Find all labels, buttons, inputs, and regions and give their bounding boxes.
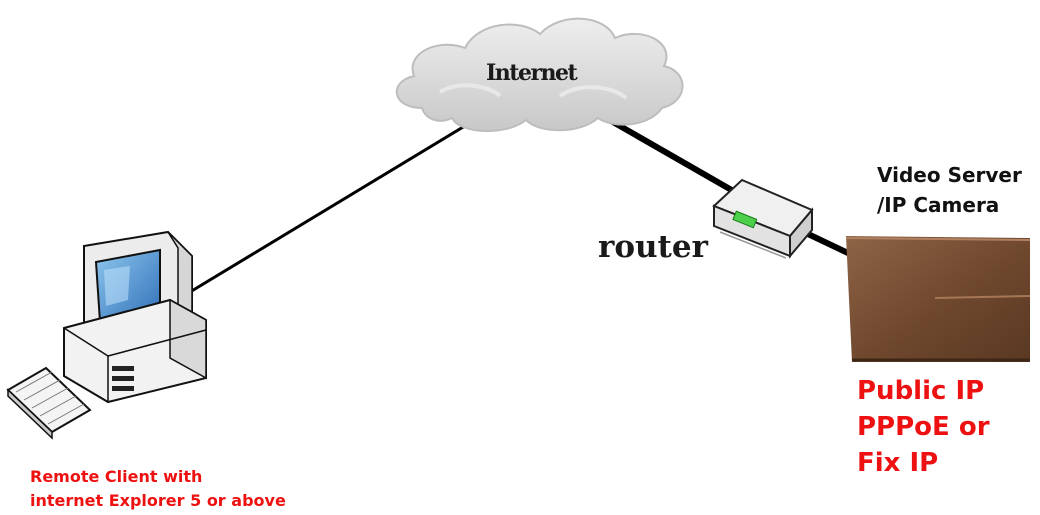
camera-ip-line-2: PPPoE or xyxy=(857,412,990,442)
camera-label: Video Server /IP Camera xyxy=(877,160,1022,220)
camera-ip-label: Public IP PPPoE or Fix IP xyxy=(857,373,990,481)
link-client-internet xyxy=(189,116,479,294)
cloud-icon xyxy=(395,17,684,132)
router-label: router xyxy=(598,229,708,265)
client-label-line-1: Remote Client with xyxy=(30,467,203,486)
link-internet-router xyxy=(604,115,744,199)
client-label-line-2: internet Explorer 5 or above xyxy=(30,491,286,510)
ip-camera-icon xyxy=(845,236,1031,362)
camera-label-line-2: /IP Camera xyxy=(877,193,1000,217)
internet-label: Internet xyxy=(486,60,578,86)
client-label: Remote Client with internet Explorer 5 o… xyxy=(30,465,286,513)
camera-ip-line-1: Public IP xyxy=(857,376,985,406)
link-router-camera xyxy=(806,231,852,257)
camera-label-line-1: Video Server xyxy=(877,163,1022,187)
router-icon xyxy=(712,178,814,259)
computer-icon xyxy=(6,230,207,440)
camera-ip-line-3: Fix IP xyxy=(857,448,939,478)
